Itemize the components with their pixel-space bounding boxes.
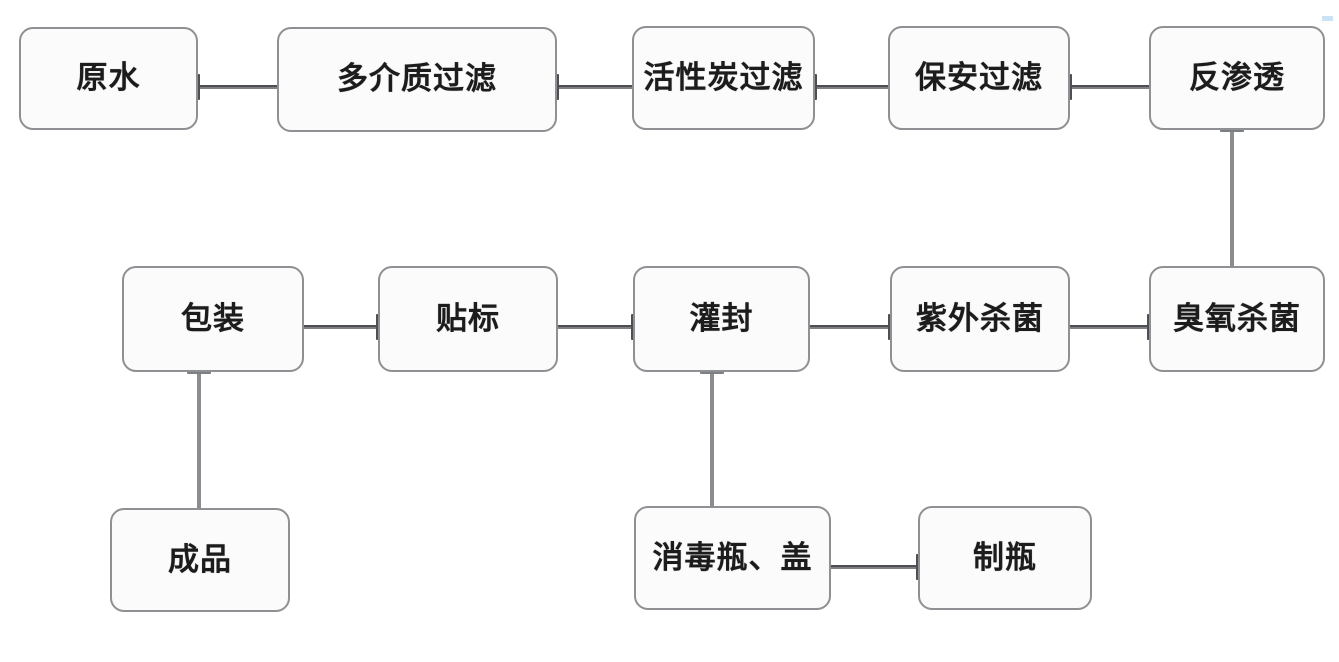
node-packaging[interactable]: 包装 bbox=[122, 266, 304, 372]
node-label-sterilise-bottle: 消毒瓶、盖 bbox=[652, 539, 813, 576]
connector-carbon-filter-to-security-filter bbox=[815, 85, 888, 89]
node-finished-product[interactable]: 成品 bbox=[110, 508, 290, 612]
connector-bottle-making-to-sterilise-bottle bbox=[831, 565, 918, 569]
connector-ozone-steriliser-to-uv-steriliser bbox=[1070, 325, 1149, 329]
node-label-uv-steriliser: 紫外杀菌 bbox=[916, 300, 1044, 337]
connector-stub-carbon-filter bbox=[813, 74, 817, 100]
node-label-raw-water: 原水 bbox=[76, 60, 141, 96]
connector-filling-sealing-to-labelling bbox=[558, 325, 633, 329]
node-label-labelling: 贴标 bbox=[436, 300, 500, 337]
connector-packaging-to-finished-product bbox=[197, 372, 201, 508]
connector-sterilise-bottle-to-filling-sealing bbox=[710, 372, 714, 506]
connector-reverse-osmosis-to-ozone-steriliser bbox=[1230, 130, 1234, 266]
node-label-multimedia-filter: 多介质过滤 bbox=[337, 61, 497, 97]
connector-multimedia-filter-to-carbon-filter bbox=[557, 85, 632, 89]
node-security-filter[interactable]: 保安过滤 bbox=[888, 26, 1070, 130]
node-multimedia-filter[interactable]: 多介质过滤 bbox=[277, 27, 557, 132]
node-label-bottle-making: 制瓶 bbox=[973, 539, 1037, 576]
node-label-filling-sealing: 灌封 bbox=[689, 300, 754, 337]
connector-security-filter-to-reverse-osmosis bbox=[1070, 85, 1149, 89]
scan-artifact bbox=[1322, 16, 1333, 21]
connector-stub-filling-sealing-bottom bbox=[700, 370, 724, 374]
connector-stub-raw-water bbox=[196, 74, 200, 100]
node-reverse-osmosis[interactable]: 反渗透 bbox=[1149, 26, 1325, 130]
node-ozone-steriliser[interactable]: 臭氧杀菌 bbox=[1149, 266, 1325, 372]
node-label-reverse-osmosis: 反渗透 bbox=[1189, 59, 1285, 96]
node-bottle-making[interactable]: 制瓶 bbox=[918, 506, 1092, 610]
node-label-packaging: 包装 bbox=[181, 300, 245, 337]
connector-labelling-to-packaging bbox=[304, 325, 378, 329]
node-label-carbon-filter: 活性炭过滤 bbox=[643, 59, 804, 96]
connector-stub-multimedia-filter bbox=[555, 74, 559, 100]
node-raw-water[interactable]: 原水 bbox=[19, 27, 198, 130]
node-label-ozone-steriliser: 臭氧杀菌 bbox=[1173, 300, 1301, 337]
node-sterilise-bottle[interactable]: 消毒瓶、盖 bbox=[634, 506, 831, 610]
node-label-security-filter: 保安过滤 bbox=[915, 59, 1043, 96]
connector-stub-security-filter bbox=[1068, 74, 1072, 100]
node-carbon-filter[interactable]: 活性炭过滤 bbox=[632, 26, 815, 130]
node-label-finished-product: 成品 bbox=[168, 541, 232, 578]
node-uv-steriliser[interactable]: 紫外杀菌 bbox=[890, 266, 1070, 372]
node-filling-sealing[interactable]: 灌封 bbox=[633, 266, 810, 372]
connector-stub-packaging bbox=[187, 370, 211, 374]
connector-uv-steriliser-to-filling-sealing bbox=[810, 325, 890, 329]
node-labelling[interactable]: 贴标 bbox=[378, 266, 558, 372]
connector-raw-water-to-multimedia-filter bbox=[198, 85, 277, 89]
connector-stub-reverse-osmosis bbox=[1220, 128, 1244, 132]
